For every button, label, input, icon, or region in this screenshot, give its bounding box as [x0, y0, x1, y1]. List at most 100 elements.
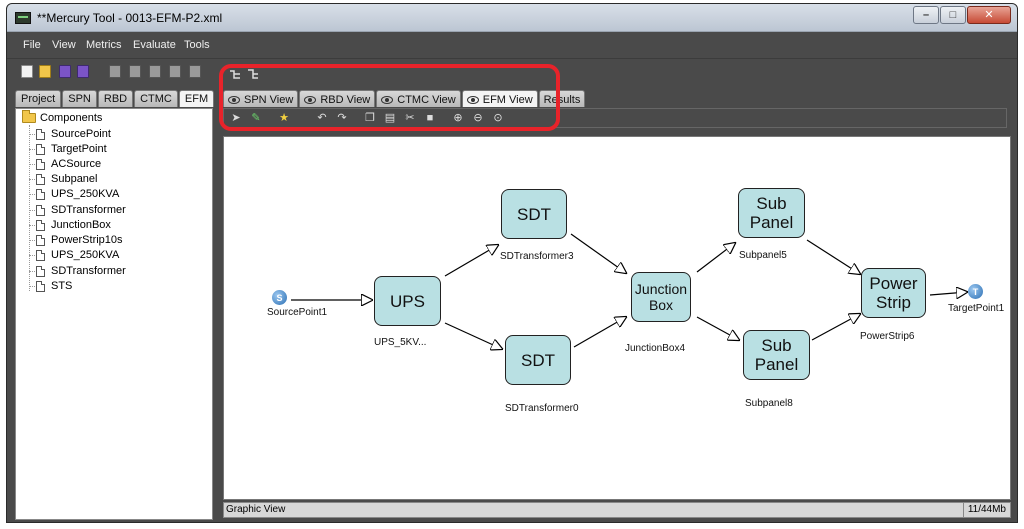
debug-icon[interactable]: [169, 65, 181, 78]
tree-item[interactable]: STS: [29, 279, 72, 293]
tree-item-label: JunctionBox: [51, 219, 111, 231]
tree-item[interactable]: PowerStrip10s: [29, 233, 123, 247]
tab-label: Results: [543, 94, 581, 106]
tab-rbd-view[interactable]: RBD View: [299, 90, 376, 107]
node-label: Power: [869, 274, 918, 293]
star-icon[interactable]: ★: [279, 112, 289, 124]
tree-item-label: UPS_250KVA: [51, 249, 120, 261]
edit-pencil-icon[interactable]: ✎: [251, 112, 261, 124]
tree-connector: [29, 125, 30, 291]
run-icon[interactable]: [129, 65, 141, 78]
tree-item[interactable]: SourcePoint: [29, 127, 111, 141]
settings-icon[interactable]: [189, 65, 201, 78]
eye-icon: [381, 96, 394, 104]
maximize-button[interactable]: □: [940, 6, 966, 24]
delete-icon[interactable]: ■: [426, 112, 434, 124]
tab-ctmc[interactable]: CTMC: [134, 90, 178, 107]
main-toolbar: [7, 58, 1017, 84]
copy-icon[interactable]: ❐: [365, 112, 375, 124]
tree-item-label: PowerStrip10s: [51, 234, 123, 246]
stop-icon[interactable]: [149, 65, 161, 78]
undo-icon[interactable]: ↶: [317, 112, 327, 124]
menu-tools[interactable]: Tools: [184, 39, 210, 51]
tree-item-label: UPS_250KVA: [51, 188, 120, 200]
left-pane: Project SPN RBD CTMC EFM Components Sour…: [15, 90, 215, 520]
close-button[interactable]: ✕: [967, 6, 1011, 24]
save-as-icon[interactable]: [77, 65, 89, 78]
tree-item[interactable]: JunctionBox: [29, 218, 111, 232]
menu-evaluate[interactable]: Evaluate: [133, 39, 176, 51]
tab-spn[interactable]: SPN: [62, 90, 97, 107]
save-icon[interactable]: [59, 65, 71, 78]
tree-item-label: Subpanel: [51, 173, 98, 185]
tab-rbd[interactable]: RBD: [97, 90, 134, 107]
menu-file[interactable]: File: [23, 39, 41, 51]
tree-item[interactable]: Subpanel: [29, 172, 98, 186]
graphic-canvas[interactable]: S SourcePoint1 UPS UPS_5KV... SDT SDTran…: [223, 136, 1011, 500]
node-caption: PowerStrip6: [860, 331, 915, 342]
tab-project[interactable]: Project: [15, 90, 62, 107]
menu-view[interactable]: View: [52, 39, 76, 51]
node-caption: SourcePoint1: [267, 307, 328, 318]
menu-metrics[interactable]: Metrics: [86, 39, 122, 51]
node-label: Strip: [876, 293, 911, 312]
node-label: Box: [648, 297, 674, 313]
app-icon: [15, 12, 31, 24]
tree-item[interactable]: UPS_250KVA: [29, 187, 120, 201]
window-title: **Mercury Tool - 0013-EFM-P2.xml: [37, 11, 223, 25]
paste-icon[interactable]: ▤: [384, 112, 396, 124]
redo-icon[interactable]: ↷: [337, 112, 347, 124]
new-file-icon[interactable]: [21, 65, 33, 78]
sdt-bottom-node[interactable]: SDT: [505, 335, 571, 385]
tree-item[interactable]: ACSource: [29, 157, 102, 171]
tree-item-label: SDTransformer: [51, 204, 126, 216]
compile-icon[interactable]: [109, 65, 121, 78]
edge-junction-sub-bottom: [696, 316, 739, 340]
cut-icon[interactable]: ✂: [405, 112, 415, 124]
zoom-out-icon[interactable]: ⊖: [473, 112, 483, 124]
node-label: Panel: [749, 213, 794, 232]
menu-bar: File View Metrics Evaluate Tools: [7, 35, 1017, 57]
tree-item-label: SourcePoint: [51, 128, 111, 140]
document-icon: [36, 188, 45, 200]
zoom-in-icon[interactable]: ⊕: [453, 112, 463, 124]
node-caption: Subpanel8: [745, 398, 793, 409]
source-point-node[interactable]: S: [272, 290, 287, 305]
edge-sdt-bottom-junction: [573, 317, 626, 348]
tab-ctmc-view[interactable]: CTMC View: [376, 90, 461, 107]
zoom-fit-icon[interactable]: ⊙: [493, 112, 503, 124]
tree-item[interactable]: TargetPoint: [29, 142, 107, 156]
tree-item[interactable]: SDTransformer: [29, 264, 126, 278]
document-icon: [36, 143, 45, 155]
node-caption: UPS_5KV...: [374, 337, 427, 348]
tab-efm-view[interactable]: EFM View: [461, 90, 538, 107]
tree-item-label: SDTransformer: [51, 265, 126, 277]
tree-item[interactable]: SDTransformer: [29, 203, 126, 217]
tree-root-label: Components: [40, 112, 103, 124]
open-folder-icon[interactable]: [39, 65, 51, 78]
tree-expand-icon[interactable]: [229, 68, 241, 80]
edge-sdt-top-junction: [570, 233, 626, 273]
minimize-button[interactable]: –: [913, 6, 939, 24]
target-point-node[interactable]: T: [968, 284, 983, 299]
tree-collapse-icon[interactable]: [247, 68, 259, 80]
view-toolbar: [229, 68, 259, 80]
tab-results[interactable]: Results: [538, 90, 586, 107]
node-label: Sub: [756, 194, 787, 213]
select-pointer-icon[interactable]: ➤: [231, 112, 241, 124]
tab-efm[interactable]: EFM: [178, 90, 215, 107]
ups-node[interactable]: UPS: [374, 276, 441, 326]
tree-item[interactable]: UPS_250KVA: [29, 248, 120, 262]
tab-label: CTMC View: [397, 94, 456, 106]
tab-spn-view[interactable]: SPN View: [223, 90, 299, 107]
edge-sub-top-power: [806, 239, 860, 274]
edge-power-target: [929, 292, 967, 295]
sdt-top-node[interactable]: SDT: [501, 189, 567, 239]
status-bar: Graphic View 11/44Mb: [223, 502, 1011, 518]
tree-root[interactable]: Components: [22, 110, 103, 124]
tree-item-label: ACSource: [51, 158, 102, 170]
